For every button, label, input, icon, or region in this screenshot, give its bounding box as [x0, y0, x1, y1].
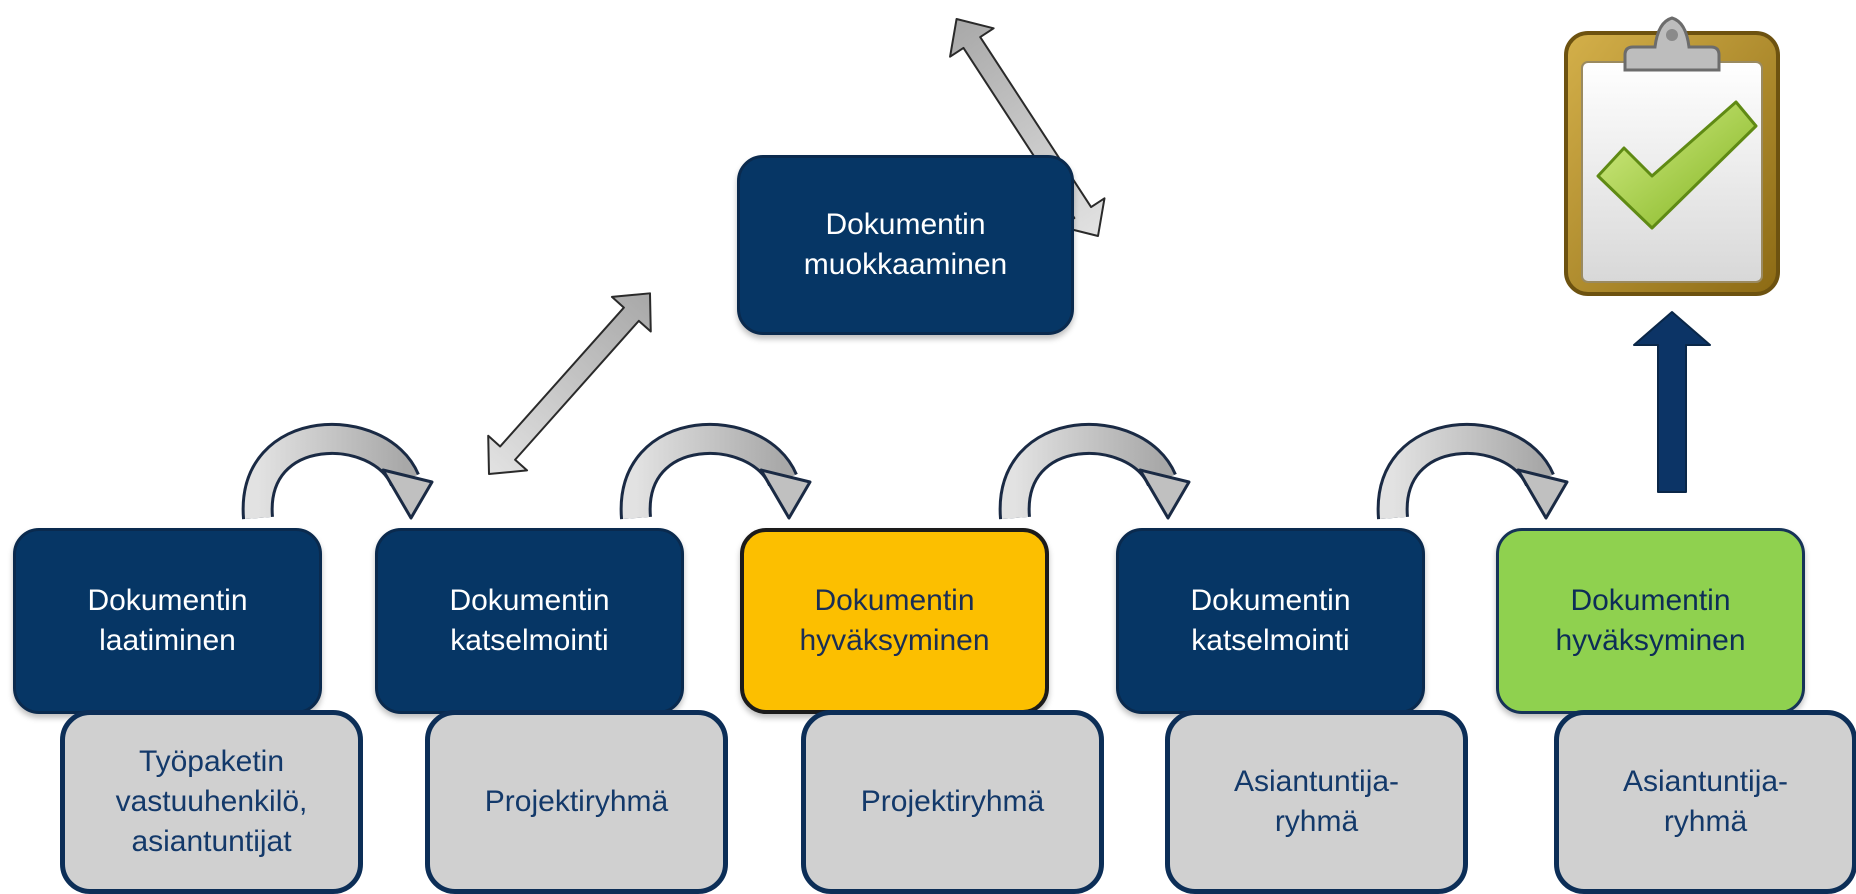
stage-5-label: Dokumentin hyväksyminen — [1555, 584, 1746, 657]
stage-2-label: Dokumentin katselmointi — [449, 584, 610, 657]
curved-arrow-1-2 — [241, 422, 434, 520]
actor-2-label: Projektiryhmä — [484, 785, 669, 819]
curved-arrow-4-5 — [1376, 422, 1569, 520]
actor-5: Asiantuntija- ryhmä — [1554, 710, 1856, 894]
actor-4: Asiantuntija- ryhmä — [1165, 710, 1468, 894]
actor-4-label: Asiantuntija- ryhmä — [1233, 765, 1400, 838]
up-arrow — [1633, 311, 1711, 493]
actor-3: Projektiryhmä — [801, 710, 1104, 894]
stage-4-label: Dokumentin katselmointi — [1190, 584, 1351, 657]
top-node: Dokumentin muokkaaminen — [737, 155, 1074, 335]
actor-5-label: Asiantuntija- ryhmä — [1622, 765, 1789, 838]
actor-2: Projektiryhmä — [425, 710, 728, 894]
top-node-label: Dokumentin muokkaaminen — [803, 208, 1008, 281]
double-arrow-left — [487, 292, 652, 475]
stage-1-label: Dokumentin laatiminen — [87, 584, 248, 657]
stage-2: Dokumentin katselmointi — [375, 528, 684, 714]
stage-4: Dokumentin katselmointi — [1116, 528, 1425, 714]
actor-1: Työpaketin vastuuhenkilö, asiantuntijat — [60, 710, 363, 894]
curved-arrow-2-3 — [619, 422, 812, 520]
stage-5: Dokumentin hyväksyminen — [1496, 528, 1805, 714]
curved-arrow-3-4 — [998, 422, 1191, 520]
stage-3: Dokumentin hyväksyminen — [740, 528, 1049, 714]
stage-1: Dokumentin laatiminen — [13, 528, 322, 714]
stage-3-label: Dokumentin hyväksyminen — [799, 584, 990, 657]
clipboard-check-icon — [1564, 16, 1780, 296]
actor-3-label: Projektiryhmä — [860, 785, 1045, 819]
actor-1-label: Työpaketin vastuuhenkilö, asiantuntijat — [115, 745, 308, 858]
